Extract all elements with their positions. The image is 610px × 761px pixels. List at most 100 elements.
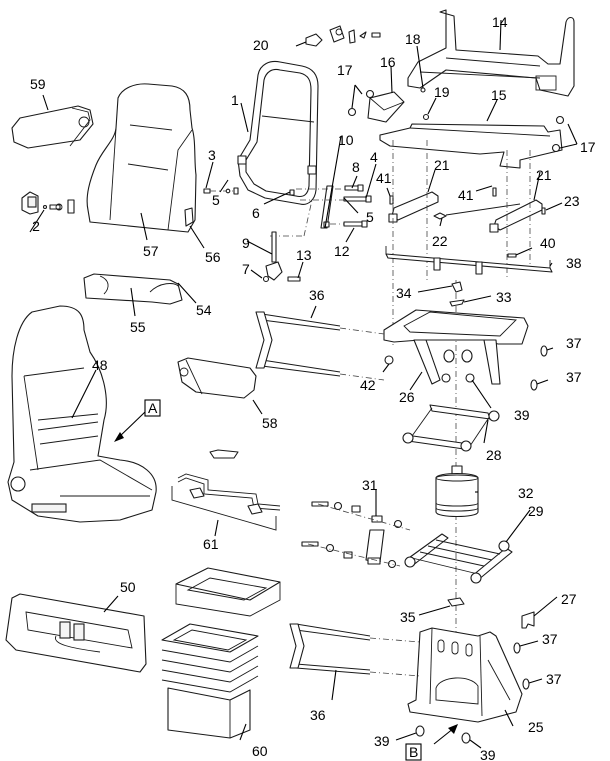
callout-41-left: 41 (376, 170, 392, 186)
part-20-latch-hardware (305, 25, 381, 47)
part-35-clip (447, 597, 465, 607)
callout-5-left: 5 (212, 192, 220, 208)
callout-36-top: 36 (309, 287, 325, 303)
callout-59: 59 (30, 76, 46, 92)
part-37-ring-b (530, 379, 538, 391)
callout-4: 4 (370, 149, 378, 165)
callout-29: 29 (528, 503, 544, 519)
part-12-bolt (323, 220, 368, 228)
callout-16: 16 (380, 54, 396, 70)
part-50-control-panel (5, 593, 147, 673)
callout-labels: 1 2 3 4 5 5 6 7 8 9 10 12 13 14 15 16 17… (30, 14, 596, 761)
callout-33: 33 (496, 289, 512, 305)
part-41-screw-left (389, 195, 394, 205)
part-6-clip (289, 189, 295, 196)
leader-lines (29, 19, 578, 749)
callout-37-c: 37 (542, 631, 558, 647)
callout-55: 55 (130, 319, 146, 335)
callout-9: 9 (242, 235, 250, 251)
part-18-pin (420, 87, 426, 93)
part-25-base (369, 627, 523, 723)
callout-39-a: 39 (514, 407, 530, 423)
part-41-screw-right (492, 187, 497, 197)
part-8-bolt (344, 184, 364, 192)
callout-61: 61 (203, 536, 219, 552)
callout-26: 26 (399, 389, 415, 405)
callout-3: 3 (208, 147, 216, 163)
part-22-linkage-rod (433, 203, 521, 220)
part-59-armrest (11, 105, 94, 149)
part-3-bolt (203, 188, 211, 194)
callout-57: 57 (143, 243, 159, 259)
view-marker-a: A (144, 399, 161, 417)
callout-39-b: 39 (374, 733, 390, 749)
callout-36-bottom: 36 (310, 707, 326, 723)
callout-32: 32 (518, 485, 534, 501)
part-16-slider-block (367, 91, 405, 123)
part-42-nut (384, 355, 394, 365)
part-32-air-spring (435, 465, 479, 518)
part-33-clip (449, 299, 465, 307)
callout-23: 23 (564, 193, 580, 209)
callout-50: 50 (120, 579, 136, 595)
part-37-ring-d (522, 678, 530, 690)
part-60-bellows (161, 567, 281, 739)
callout-37-d: 37 (546, 671, 562, 687)
part-48-complete-seat (7, 305, 157, 523)
part-37-ring-a (540, 345, 548, 357)
callout-20: 20 (253, 37, 269, 53)
callout-5-right: 5 (366, 209, 374, 225)
view-marker-b-label: B (409, 744, 418, 760)
callout-14: 14 (492, 14, 508, 30)
callout-40: 40 (540, 235, 556, 251)
callout-35: 35 (400, 609, 416, 625)
callout-1: 1 (231, 92, 239, 108)
part-37-ring-c (513, 642, 521, 654)
callout-60: 60 (252, 743, 268, 759)
part-13-bolt (287, 276, 301, 282)
part-5-washer (225, 188, 231, 194)
callout-39-c: 39 (480, 747, 496, 761)
part-54-cushion-insert (83, 273, 183, 305)
callout-19: 19 (434, 84, 450, 100)
callout-54: 54 (196, 302, 212, 318)
callout-15: 15 (491, 87, 507, 103)
part-36-lower-rod (289, 623, 371, 675)
part-36-upper-rod (255, 311, 385, 381)
part-39-ring-a (415, 725, 425, 737)
callout-21-right: 21 (536, 167, 552, 183)
part-17-washer (365, 89, 375, 99)
callout-38: 38 (566, 255, 582, 271)
part-14-seat-frame (407, 9, 575, 97)
callout-22: 22 (432, 233, 448, 249)
callout-7: 7 (242, 261, 250, 277)
callout-12: 12 (334, 243, 350, 259)
callout-18: 18 (405, 31, 421, 47)
callout-8: 8 (352, 159, 360, 175)
part-39-ring-b (461, 732, 471, 744)
part-19-nut (422, 113, 430, 121)
callout-2: 2 (32, 218, 40, 234)
callout-17-left: 17 (337, 62, 353, 78)
callout-42: 42 (360, 377, 376, 393)
part-34-fitting (451, 281, 463, 293)
callout-37-b: 37 (566, 369, 582, 385)
callout-34: 34 (396, 285, 412, 301)
part-27-block (521, 611, 535, 629)
callout-21-left: 21 (434, 157, 450, 173)
part-23-screw (541, 207, 546, 215)
callout-41-right: 41 (458, 187, 474, 203)
part-26-upper-housing (383, 309, 529, 385)
callout-6: 6 (252, 205, 260, 221)
callout-10: 10 (338, 132, 354, 148)
part-56-side-trim (184, 207, 194, 227)
callout-31: 31 (362, 477, 378, 493)
view-marker-a-label: A (148, 400, 158, 416)
callout-17-right: 17 (580, 139, 596, 155)
callout-37-a: 37 (566, 335, 582, 351)
callout-58: 58 (262, 415, 278, 431)
part-1-back-frame (237, 60, 319, 205)
part-15-base-plate (379, 123, 563, 169)
callout-48: 48 (92, 357, 108, 373)
callout-56: 56 (205, 249, 221, 265)
